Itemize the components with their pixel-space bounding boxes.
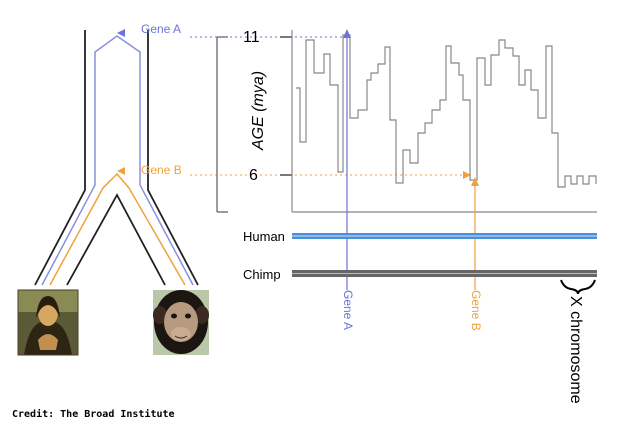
- tree-gene-a-line: [41, 35, 194, 286]
- gene-a-axis-label: Gene A: [341, 290, 355, 330]
- gene-a-marker-arrowhead: [343, 29, 351, 38]
- credit-text: Credit: The Broad Institute: [12, 408, 175, 420]
- gene-b-label: Gene B: [141, 163, 182, 177]
- chimp-bar-label: Chimp: [243, 267, 281, 282]
- tree-inner-line: [66, 193, 166, 286]
- tick-6-label: 6: [249, 167, 258, 184]
- age-trace: [296, 34, 597, 188]
- tree-outer-line: [34, 30, 86, 286]
- x-chromosome-label: X chromosome: [567, 296, 584, 404]
- age-axis: 11 6 AGE (mya): [216, 29, 292, 213]
- human-portrait: [17, 289, 79, 356]
- human-bar-label: Human: [243, 229, 285, 244]
- gene-b-arrowhead: [117, 167, 125, 175]
- axis-title: AGE (mya): [250, 71, 267, 151]
- tree-outer-line: [147, 30, 199, 286]
- gene-b-marker-arrowhead: [471, 177, 479, 186]
- gene-b-axis-label: Gene B: [469, 290, 483, 331]
- gene-a-arrowhead: [117, 29, 125, 37]
- chimp-portrait: [153, 290, 209, 355]
- tree-gene-b-line: [49, 172, 186, 286]
- species-tree: [34, 29, 199, 286]
- tick-11-label: 11: [243, 29, 260, 46]
- gene-a-label: Gene A: [141, 22, 181, 36]
- x-chromosome-brace: [560, 279, 596, 295]
- gene-b-guide-arrowhead: [463, 171, 471, 179]
